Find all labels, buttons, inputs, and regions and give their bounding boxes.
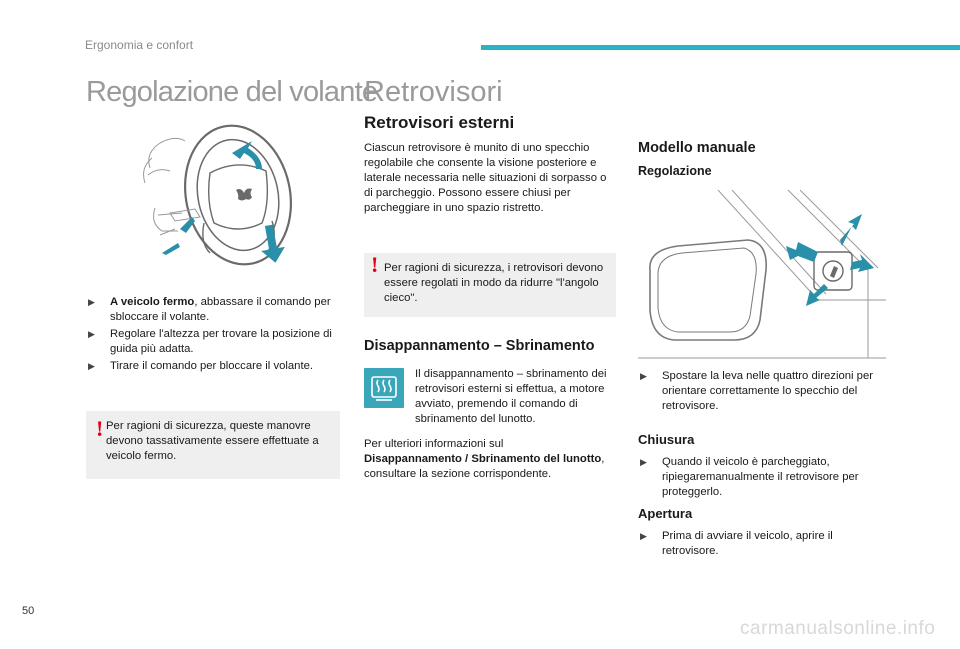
more-info-link: Disappannamento / Sbrinamento del lunott… (364, 453, 602, 465)
bullet-text: Spostare la leva nelle quattro direzioni… (662, 370, 874, 412)
close-bullets: ▶ Quando il veicolo è parcheggiato, ripi… (638, 455, 890, 502)
list-item: ▶ Regolare l'altezza per trovare la posi… (86, 327, 338, 357)
list-item: ▶ Tirare il comando per bloccare il vola… (86, 359, 338, 374)
steering-bullets: ▶ A veicolo fermo, abbassare il comando … (86, 295, 338, 376)
warning-icon: ! (371, 252, 379, 277)
manual-model-heading: Modello manuale (638, 140, 756, 156)
defrost-text: Il disappannamento – sbrinamento dei ret… (415, 368, 607, 425)
header-accent-bar (481, 45, 960, 50)
external-mirrors-heading: Retrovisori esterni (364, 113, 515, 132)
open-heading: Apertura (638, 506, 693, 521)
adjust-heading: Regolazione (638, 164, 712, 178)
warning-text: Per ragioni di sicurezza, i retrovisori … (384, 262, 604, 304)
bullet-text: , abbassare il comando per sbloccare il … (110, 296, 331, 323)
bullet-marker-icon: ▶ (88, 297, 95, 307)
bullet-marker-icon: ▶ (640, 457, 647, 467)
mirror-adjust-illustration (638, 190, 886, 359)
bullet-marker-icon: ▶ (88, 329, 95, 339)
bullet-marker-icon: ▶ (640, 531, 647, 541)
page-number: 50 (22, 605, 35, 617)
warning-text: Per ragioni di sicurezza, queste manovre… (106, 420, 319, 462)
more-info-prefix: Per ulteriori informazioni sul (364, 438, 504, 450)
list-item: ▶ Prima di avviare il veicolo, aprire il… (638, 529, 890, 559)
bullet-marker-icon: ▶ (88, 361, 95, 371)
open-bullets: ▶ Prima di avviare il veicolo, aprire il… (638, 529, 890, 561)
mirrors-warning-box: ! Per ragioni di sicurezza, i retrovisor… (364, 253, 616, 317)
list-item: ▶ A veicolo fermo, abbassare il comando … (86, 295, 338, 325)
bullet-marker-icon: ▶ (640, 371, 647, 381)
warning-icon: ! (96, 416, 104, 441)
mirrors-title: Retrovisori (364, 76, 503, 108)
more-info-suffix: , consultare la sezione corrispondente. (364, 453, 605, 480)
rear-defrost-icon (364, 368, 404, 408)
section-header: Ergonomia e confort (85, 38, 194, 52)
bullet-text: Tirare il comando per bloccare il volant… (110, 360, 314, 372)
steering-warning-box: ! Per ragioni di sicurezza, queste manov… (86, 411, 340, 479)
more-info-text: Per ulteriori informazioni sul Disappann… (364, 437, 616, 482)
bullet-text: Prima di avviare il veicolo, aprire il r… (662, 530, 833, 557)
mirrors-intro: Ciascun retrovisore è munito di uno spec… (364, 142, 607, 214)
bullet-text: Quando il veicolo è parcheggiato, ripieg… (662, 456, 859, 498)
steering-wheel-illustration (143, 124, 293, 266)
list-item: ▶ Quando il veicolo è parcheggiato, ripi… (638, 455, 890, 500)
close-heading: Chiusura (638, 432, 695, 447)
watermark: carmanualsonline.info (740, 618, 936, 639)
list-item: ▶ Spostare la leva nelle quattro direzio… (638, 369, 890, 414)
defrost-heading: Disappannamento – Sbrinamento (364, 338, 595, 354)
adjust-bullets: ▶ Spostare la leva nelle quattro direzio… (638, 369, 890, 416)
steering-title: Regolazione del volante (86, 76, 378, 108)
bullet-text: Regolare l'altezza per trovare la posizi… (110, 328, 332, 355)
bullet-bold: A veicolo fermo (110, 296, 195, 308)
